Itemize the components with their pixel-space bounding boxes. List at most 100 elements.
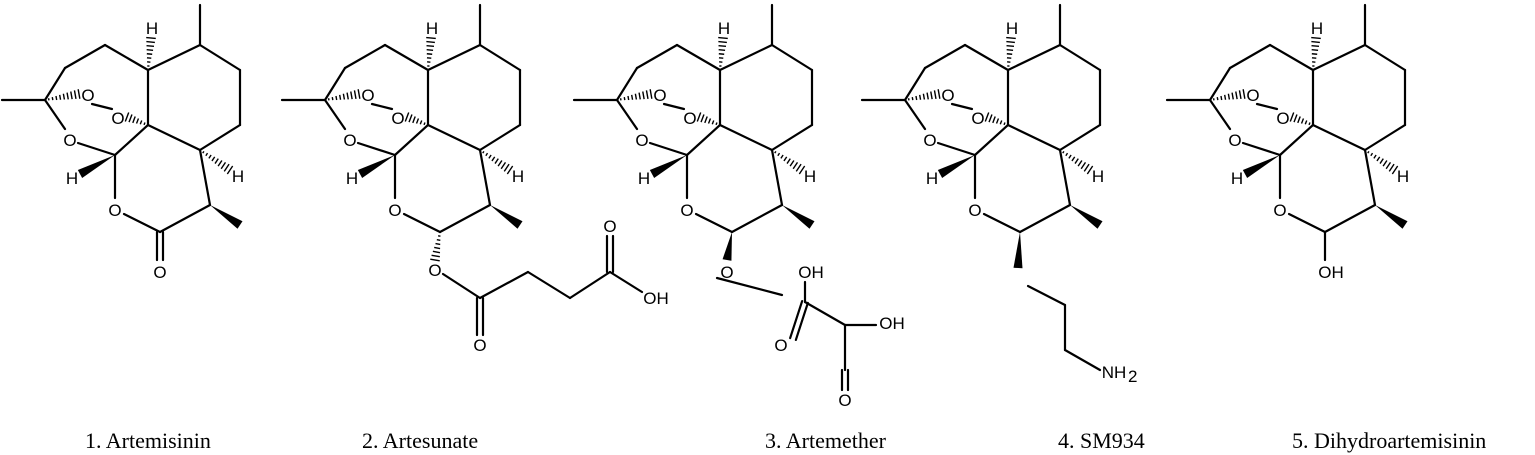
bond <box>1058 43 1102 72</box>
bond <box>936 141 977 157</box>
hashed-bond <box>1059 149 1061 151</box>
hashed-bond <box>423 122 426 126</box>
wedge-bond <box>722 232 732 261</box>
hashed-bond <box>485 152 489 157</box>
carbonyl-oxygen-label: O <box>473 336 486 355</box>
bond <box>441 272 482 300</box>
peroxide-oxygen-label: O <box>111 109 124 128</box>
hashed-bond <box>1006 49 1014 51</box>
hashed-bond <box>992 116 996 124</box>
hashed-bond <box>645 90 649 100</box>
bond <box>608 270 644 294</box>
bond <box>63 43 107 70</box>
ring-oxygen-label: O <box>1228 131 1241 150</box>
bond <box>43 66 67 102</box>
hydrogen-label: H <box>926 169 938 188</box>
bond <box>113 123 150 157</box>
bond <box>903 98 927 131</box>
compound-caption: 5. Dihydroartemisinin <box>1292 428 1486 453</box>
hydrogen-label: H <box>1092 167 1104 186</box>
bond <box>1311 43 1367 72</box>
hashed-bond <box>1006 53 1013 55</box>
hashed-bond <box>1231 92 1234 100</box>
carbonyl-oxygen-label: O <box>838 391 851 410</box>
peroxide-oxygen-label: O <box>971 109 984 128</box>
hashed-bond <box>338 94 342 100</box>
carbonyl-oxygen-label: O <box>153 263 166 282</box>
hashed-bond <box>937 89 941 99</box>
hashed-bond <box>718 53 725 55</box>
hashed-bond <box>217 160 223 167</box>
peroxide-oxygen-label: O <box>941 86 954 105</box>
hashed-bond <box>1065 152 1069 157</box>
hashed-bond <box>146 36 156 40</box>
hashed-bond <box>128 114 133 123</box>
hashed-bond <box>930 91 933 100</box>
double-bond <box>794 301 809 342</box>
hydroxyl-label: OH <box>643 289 669 308</box>
hashed-bond <box>1311 44 1320 48</box>
bond <box>198 148 212 207</box>
hashed-bond <box>1308 122 1311 126</box>
hashed-bond <box>488 154 492 159</box>
hashed-bond <box>430 258 440 262</box>
hashed-bond <box>214 158 219 164</box>
hashed-bond <box>926 92 929 100</box>
hashed-bond <box>335 95 338 101</box>
hashed-bond <box>426 40 435 44</box>
ether-oxygen-label: O <box>720 263 733 282</box>
hashed-bond <box>911 97 914 101</box>
hashed-bond <box>771 149 773 151</box>
hashed-bond <box>426 44 435 48</box>
peroxide-bond <box>370 102 394 111</box>
peroxide-oxygen-label: O <box>81 86 94 105</box>
hashed-bond <box>634 93 638 100</box>
hashed-bond <box>715 122 718 126</box>
bond <box>103 43 150 72</box>
hashed-bond <box>500 161 507 170</box>
hashed-bond <box>1071 156 1076 162</box>
hashed-bond <box>999 120 1003 125</box>
bond <box>675 43 722 72</box>
hashed-bond <box>135 118 140 124</box>
bond <box>923 43 967 70</box>
hashed-bond <box>199 149 201 151</box>
hashed-bond <box>1367 150 1370 154</box>
bond <box>478 123 522 152</box>
wedge-bond <box>649 155 687 178</box>
hashed-bond <box>798 165 806 175</box>
hashed-bond <box>70 91 73 100</box>
ring-oxygen-label: O <box>1273 201 1286 220</box>
hashed-bond <box>718 36 728 40</box>
compound-caption: 3. Artemether <box>765 428 887 453</box>
wedge-bond <box>1013 232 1023 269</box>
hashed-bond <box>1311 36 1321 40</box>
bond <box>973 123 1010 157</box>
hashed-bond <box>51 97 54 101</box>
peroxide-oxygen-label: O <box>361 86 374 105</box>
hashed-bond <box>1382 160 1388 167</box>
bond <box>1208 66 1232 102</box>
hydrogen-label: H <box>232 167 244 186</box>
peroxide-bond <box>90 102 114 111</box>
hashed-bond <box>353 90 357 100</box>
bond <box>1241 141 1282 157</box>
ring-oxygen-label: O <box>63 131 76 150</box>
bond <box>343 43 387 70</box>
hashed-bond <box>1003 122 1006 126</box>
hashed-bond <box>408 114 413 123</box>
hashed-bond <box>789 160 795 167</box>
hashed-bond <box>146 49 154 51</box>
hashed-bond <box>1289 112 1295 122</box>
bond <box>146 43 202 72</box>
hashed-bond <box>132 116 136 124</box>
bond <box>615 98 639 131</box>
hashed-bond <box>220 161 227 170</box>
ring-oxygen-label: O <box>343 131 356 150</box>
hydrogen-label: H <box>1231 169 1243 188</box>
wedge-bond <box>77 155 115 178</box>
hashed-bond <box>988 114 993 123</box>
